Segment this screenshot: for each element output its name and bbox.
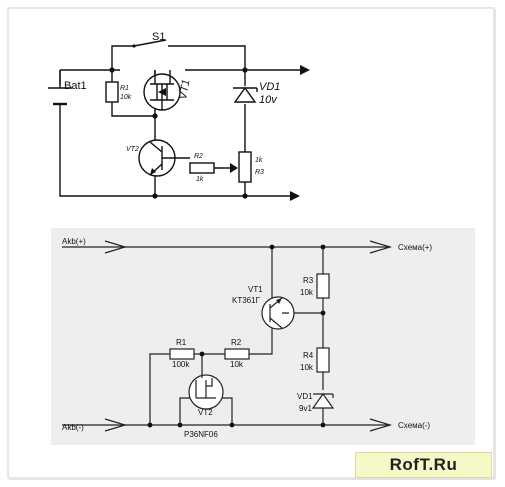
top-junction-3	[152, 113, 158, 119]
bottom-junction-5	[147, 422, 153, 428]
watermark-badge: RofT.Ru	[355, 452, 492, 478]
bottom-r3-value: 10k	[300, 288, 314, 297]
top-vd1-zener	[233, 86, 257, 103]
switch-s1	[133, 39, 167, 47]
bottom-junction-6	[177, 422, 183, 428]
top-r2-name: R2	[194, 153, 203, 160]
bottom-arrow-in-minus	[104, 418, 128, 432]
bottom-vt1-arrow	[276, 298, 282, 304]
bottom-r2-resistor	[224, 348, 250, 360]
top-r2-value: 1k	[196, 176, 204, 183]
switch-wire	[111, 45, 246, 70]
bottom-r1-value: 100k	[172, 360, 190, 369]
bottom-circuit: Akb(+) Akb(-) Схема(+) Схема(-) VT1 KT36…	[62, 237, 432, 439]
bottom-r2-name: R2	[231, 338, 242, 347]
top-wire-left	[60, 69, 156, 117]
bottom-arrow-out-minus	[369, 418, 393, 432]
top-vt2-arrow	[150, 168, 156, 175]
top-r3-pot	[238, 151, 252, 183]
akb-plus-label: Akb(+)	[62, 237, 86, 246]
akb-minus-label: Akb(-)	[62, 423, 84, 432]
top-vt1-arrow	[158, 88, 166, 96]
bottom-r1-resistor	[169, 348, 195, 360]
bottom-junction-7	[229, 422, 235, 428]
top-vd1-name: VD1	[259, 81, 280, 93]
top-r1-resistor	[105, 81, 119, 103]
bottom-vt2-internals	[195, 372, 216, 399]
top-vt2-internals	[149, 141, 190, 176]
bottom-vt1-part: KT361Г	[232, 296, 261, 305]
bottom-r4-resistor	[316, 347, 330, 373]
bottom-junction-2	[320, 244, 326, 250]
bottom-junction-3	[320, 310, 326, 316]
top-r1-name: R1	[120, 85, 129, 92]
top-vt1-label: VT1	[177, 79, 192, 101]
out-minus-label: Схема(-)	[398, 421, 430, 430]
bottom-r4-name: R4	[303, 351, 314, 360]
top-arrow-bottom	[290, 191, 300, 201]
top-r3-value: 1k	[255, 157, 263, 164]
bottom-vt1-wires	[240, 247, 323, 355]
bottom-r3-resistor	[316, 273, 330, 299]
top-junction-4	[152, 193, 158, 199]
bottom-junction-1	[269, 244, 275, 250]
top-vt2-label: VT2	[126, 146, 139, 153]
out-plus-label: Схема(+)	[398, 243, 432, 252]
top-r3-name: R3	[255, 169, 264, 176]
top-circuit: Bat1 S1 R1 10k VT1 VD1 10v VT2 R2 1k 1k …	[48, 31, 310, 201]
s1-label: S1	[152, 31, 165, 43]
top-arrow-top	[300, 65, 310, 75]
bottom-vd1-bar	[313, 393, 334, 398]
bottom-junction-4	[199, 351, 205, 357]
bottom-vt2-wires	[179, 397, 233, 425]
top-junction-2	[242, 67, 248, 73]
top-r1-value: 10k	[120, 94, 132, 101]
bottom-arrow-in-plus	[104, 240, 128, 254]
bottom-r2-value: 10k	[230, 360, 244, 369]
switch-contact-left	[132, 44, 136, 48]
bottom-vt1-name: VT1	[248, 285, 263, 294]
bottom-arrow-out-plus	[369, 240, 393, 254]
bottom-vt2-part: P36NF06	[184, 430, 218, 439]
bat1-label: Bat1	[64, 80, 87, 92]
bottom-vt2-name: VT2	[198, 408, 213, 417]
bottom-vd1-name: VD1	[297, 392, 313, 401]
top-vd1-value: 10v	[259, 94, 278, 106]
bottom-vt1-internals	[269, 290, 289, 336]
bottom-r4-value: 10k	[300, 363, 314, 372]
bottom-vd1-zener	[311, 392, 335, 409]
top-junction-5	[242, 193, 248, 199]
top-r2-resistor	[189, 162, 215, 174]
top-r3-wiper-arrow	[230, 163, 238, 173]
bottom-vd1-value: 9v1	[299, 404, 312, 413]
top-vd1-bar	[233, 87, 258, 92]
bottom-r1-name: R1	[176, 338, 187, 347]
top-junction-1	[109, 67, 115, 73]
bottom-r-wires	[149, 353, 225, 425]
bottom-panel	[51, 228, 475, 445]
bottom-junction-8	[320, 422, 326, 428]
bottom-r3-name: R3	[303, 276, 314, 285]
